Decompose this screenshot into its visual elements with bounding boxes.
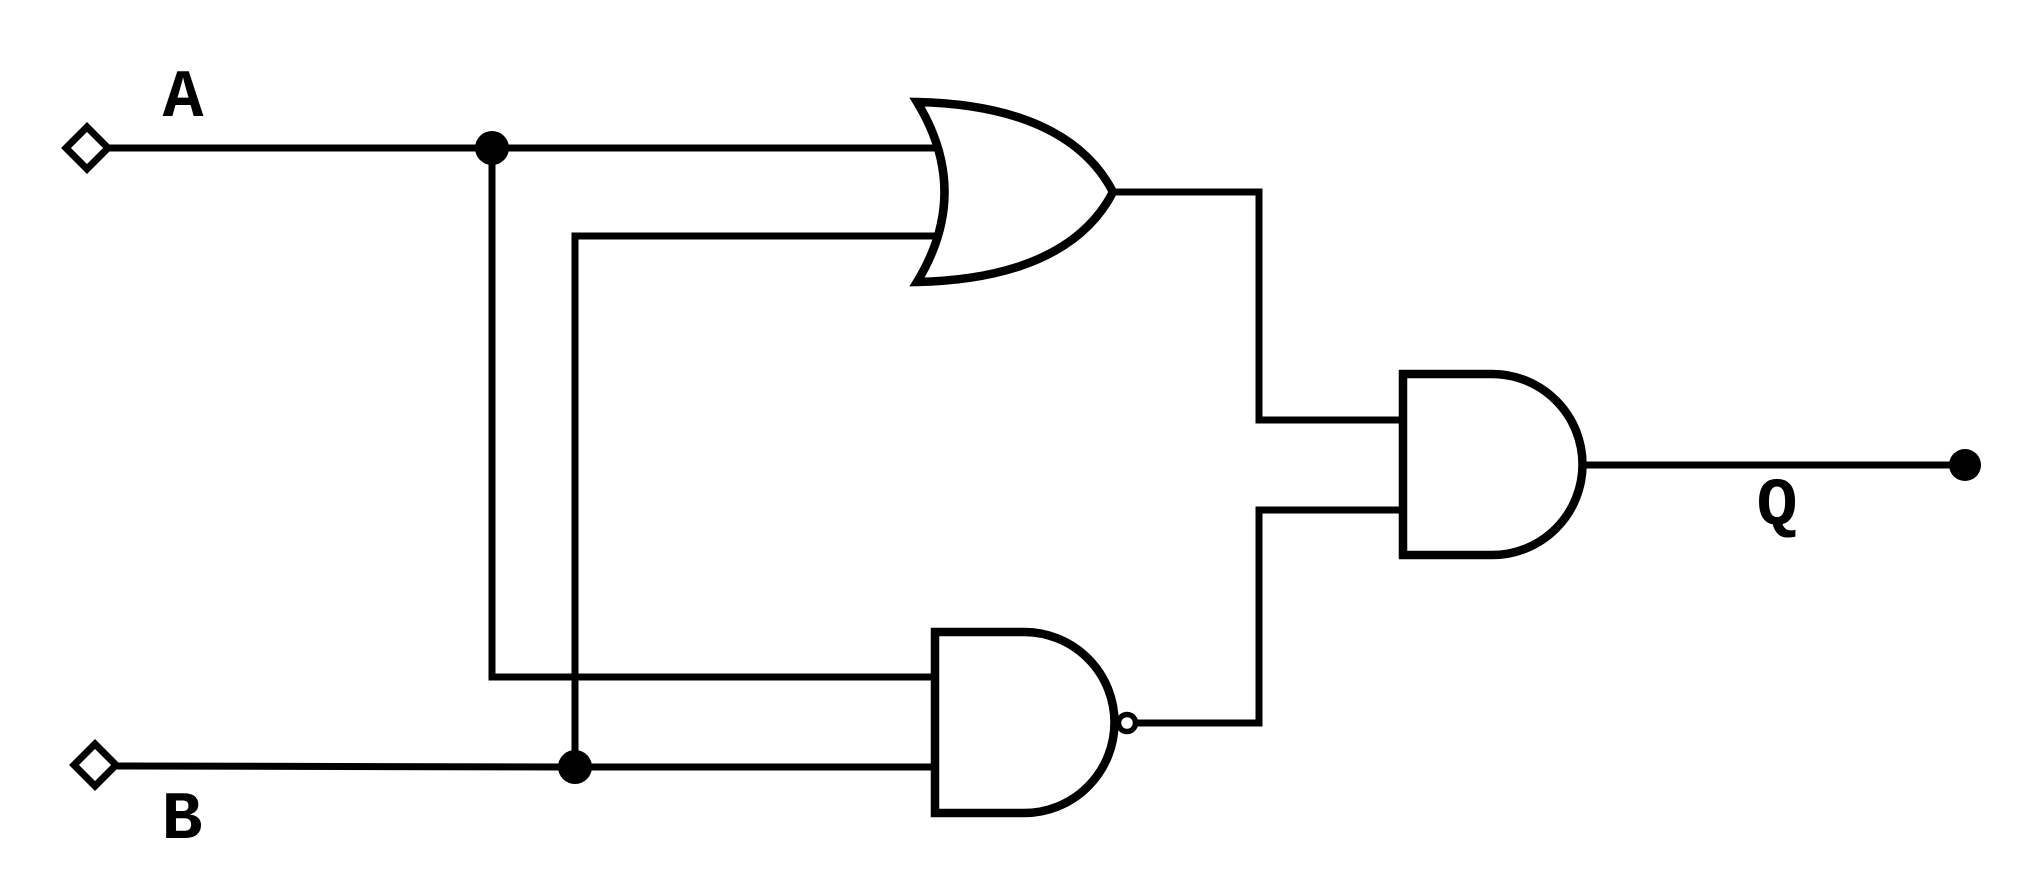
input-a-label: A <box>163 60 204 137</box>
nand-inversion-bubble-icon <box>1115 711 1139 735</box>
and-gate-icon <box>1398 369 1587 560</box>
wire-or-output-to-and <box>1113 188 1410 424</box>
output-terminal-q-icon <box>1949 449 1981 481</box>
or-gate-icon <box>909 97 1118 287</box>
wire-nand-output-to-and <box>1133 506 1410 727</box>
input-b-label: B <box>162 782 203 859</box>
input-terminal-b-icon <box>69 739 121 791</box>
nand-gate-icon <box>930 627 1119 818</box>
junction-dot-net-b <box>558 750 592 784</box>
junction-dot-net-a <box>475 131 509 165</box>
input-terminal-a-icon <box>61 122 113 174</box>
wire-b-branch-to-or <box>571 232 945 767</box>
output-q-label: Q <box>1757 468 1798 545</box>
wire-a-branch-to-nand <box>488 148 945 681</box>
wire-input-b-to-nand <box>111 762 945 771</box>
